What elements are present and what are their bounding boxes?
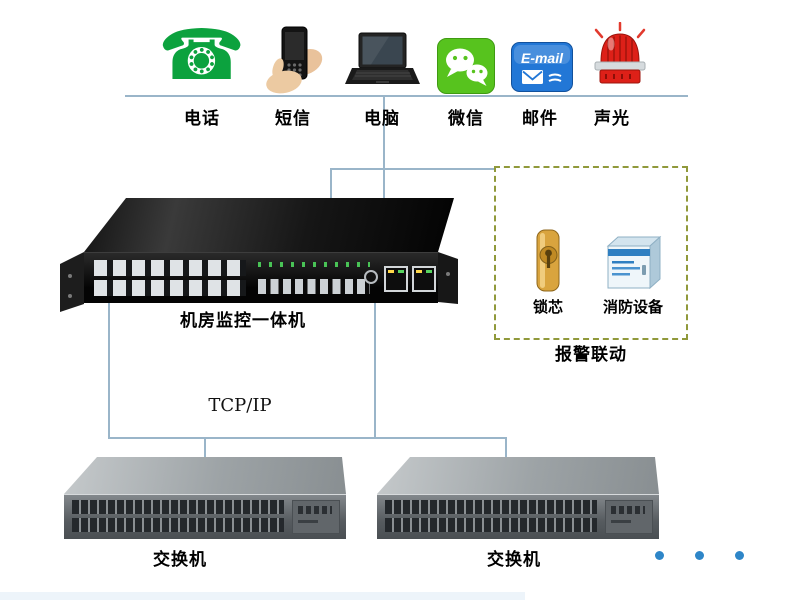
device-top-face <box>84 198 454 252</box>
device-rack-ear <box>438 252 458 304</box>
device-center-downlink-line <box>374 302 376 439</box>
device-uplink-port <box>384 266 408 292</box>
switch-left-image <box>55 452 347 542</box>
switch-mgmt-panel <box>605 500 653 534</box>
channels-bus-line <box>125 95 688 97</box>
switch-ports-row <box>385 518 597 532</box>
device-rj45-ports-row <box>94 280 246 296</box>
switch-ports-row <box>72 500 284 514</box>
device-to-linkage-drop <box>330 168 332 210</box>
channel-label-wechat: 微信 <box>448 109 484 128</box>
alarm-linkage-box <box>494 166 688 340</box>
carousel-dot-2[interactable] <box>695 551 704 560</box>
device-io-ports-row <box>258 279 370 294</box>
lock-core-label: 锁芯 <box>532 299 563 316</box>
sms-phone-icon <box>256 24 328 99</box>
switch-right-label: 交换机 <box>487 550 541 569</box>
channel-label-sms: 短信 <box>275 109 311 128</box>
device-front-face <box>84 252 438 303</box>
switch-ports-row <box>72 518 284 532</box>
telephone-icon: ☎ <box>158 16 246 94</box>
device-to-linkage-line <box>330 168 494 170</box>
bottom-decor-strip <box>0 592 525 600</box>
device-uplink-port <box>412 266 436 292</box>
switch-ports-row <box>385 500 597 514</box>
alarm-linkage-label: 报警联动 <box>555 345 627 364</box>
device-round-port <box>364 270 378 284</box>
carousel-dot-3[interactable] <box>735 551 744 560</box>
switch-left-drop-line <box>204 437 206 459</box>
wechat-icon <box>437 38 495 99</box>
switch-top-face <box>64 457 346 494</box>
switch-front-face <box>64 494 346 539</box>
device-rack-ear <box>60 252 84 312</box>
screw-icon <box>68 274 72 278</box>
device-led-strip <box>258 262 370 267</box>
channel-label-email: 邮件 <box>522 109 558 128</box>
fire-equipment-icon <box>602 234 664 299</box>
switch-top-face <box>377 457 659 494</box>
channel-label-phone: 电话 <box>184 109 220 128</box>
laptop-icon <box>344 32 420 99</box>
pc-to-device-line <box>383 95 385 207</box>
switch-left-label: 交换机 <box>153 550 207 569</box>
tcpip-label: TCP/IP <box>208 395 272 416</box>
device-label: 机房监控一体机 <box>180 311 306 330</box>
monitoring-device-image <box>58 192 460 314</box>
switch-right-drop-line <box>505 437 507 459</box>
lock-core-icon <box>528 228 568 299</box>
carousel-dot-1[interactable] <box>655 551 664 560</box>
device-left-downlink-line <box>108 300 110 439</box>
fire-equipment-label: 消防设备 <box>602 299 663 316</box>
channel-label-pc: 电脑 <box>364 109 400 128</box>
screw-icon <box>446 272 450 276</box>
switch-mgmt-panel <box>292 500 340 534</box>
switch-bus-line <box>108 437 507 439</box>
channel-label-alarm: 声光 <box>594 109 630 128</box>
switch-right-image <box>368 452 660 542</box>
switch-front-face <box>377 494 659 539</box>
email-icon: E-mail <box>511 42 573 97</box>
screw-icon <box>68 294 72 298</box>
email-icon-text: E-mail <box>521 50 564 66</box>
sound-light-alarm-icon <box>588 21 652 99</box>
device-rj45-ports-row <box>94 260 246 276</box>
